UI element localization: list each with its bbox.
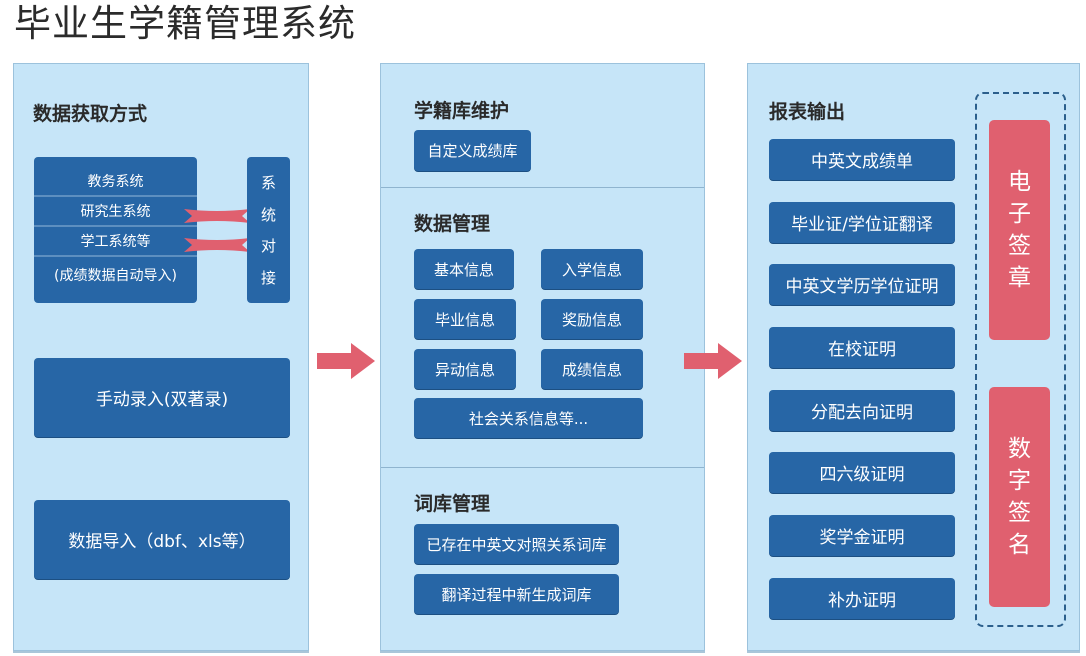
section-heading: 数据管理	[414, 213, 491, 235]
basic-info-button[interactable]: 基本信息	[414, 249, 514, 289]
ribbon-connector-icon	[184, 209, 250, 252]
data-acquisition-heading: 数据获取方式	[33, 103, 148, 125]
e-seal-button[interactable]: 电 子 签 章	[989, 120, 1050, 340]
source-system-item[interactable]: 教务系统	[34, 157, 197, 197]
report-output-panel: 报表输出 中英文成绩单 毕业证/学位证翻译 中英文学历学位证明 在校证明 分配去…	[747, 63, 1080, 651]
score-info-button[interactable]: 成绩信息	[541, 349, 643, 389]
report-item-button[interactable]: 分配去向证明	[769, 390, 955, 431]
digital-signature-char: 签	[1008, 500, 1031, 526]
section-heading: 学籍库维护	[414, 100, 510, 122]
section-divider	[381, 187, 704, 188]
social-relations-info-button[interactable]: 社会关系信息等...	[414, 398, 643, 438]
page-title: 毕业生学籍管理系统	[14, 2, 356, 45]
custom-score-library-button[interactable]: 自定义成绩库	[414, 130, 531, 171]
digital-signature-char: 数	[1008, 436, 1031, 462]
digital-signature-button[interactable]: 数 字 签 名	[989, 387, 1050, 607]
right-arrow-icon	[317, 343, 375, 379]
section-heading: 词库管理	[414, 493, 491, 515]
interface-char: 接	[260, 268, 276, 287]
e-seal-char: 子	[1008, 201, 1031, 227]
system-interface-column: 系 统 对 接	[247, 157, 290, 303]
award-info-button[interactable]: 奖励信息	[541, 299, 643, 339]
report-output-heading: 报表输出	[769, 101, 846, 123]
e-seal-char: 电	[1008, 169, 1031, 195]
interface-char: 对	[260, 237, 276, 256]
database-panel: 学籍库维护 自定义成绩库 数据管理 基本信息 入学信息 毕业信息 奖励信息 异动…	[380, 63, 705, 651]
e-seal-char: 签	[1008, 233, 1031, 259]
graduation-info-button[interactable]: 毕业信息	[414, 299, 516, 339]
source-system-item[interactable]: 学工系统等	[34, 227, 197, 257]
report-item-button[interactable]: 在校证明	[769, 327, 955, 368]
status-change-info-button[interactable]: 异动信息	[414, 349, 516, 389]
source-system-item[interactable]: 研究生系统	[34, 197, 197, 227]
data-import-button[interactable]: 数据导入（dbf、xls等）	[34, 500, 290, 579]
ribbon-connector-top	[184, 209, 250, 223]
digital-signature-char: 名	[1008, 532, 1031, 558]
report-item-button[interactable]: 中英文成绩单	[769, 139, 955, 180]
report-item-button[interactable]: 四六级证明	[769, 452, 955, 493]
report-item-button[interactable]: 中英文学历学位证明	[769, 264, 955, 305]
ribbon-connector-bottom	[184, 238, 250, 252]
report-item-button[interactable]: 毕业证/学位证翻译	[769, 202, 955, 243]
digital-signature-char: 字	[1008, 468, 1031, 494]
section-divider	[381, 467, 704, 468]
signature-group-frame	[975, 92, 1066, 627]
source-system-note: (成绩数据自动导入)	[54, 268, 177, 284]
data-acquisition-panel: 数据获取方式 教务系统 研究生系统 学工系统等 (成绩数据自动导入) 系 统 对…	[13, 63, 309, 651]
interface-char: 系	[260, 174, 276, 193]
report-item-button[interactable]: 补办证明	[769, 578, 955, 619]
enrollment-info-button[interactable]: 入学信息	[541, 249, 643, 289]
report-item-button[interactable]: 奖学金证明	[769, 515, 955, 556]
source-systems-stack: 教务系统 研究生系统 学工系统等 (成绩数据自动导入)	[34, 157, 197, 303]
manual-entry-button[interactable]: 手动录入(双著录)	[34, 358, 290, 437]
e-seal-char: 章	[1008, 265, 1031, 291]
existing-lexicon-button[interactable]: 已存在中英文对照关系词库	[414, 524, 619, 564]
right-arrow-icon	[684, 343, 742, 379]
new-lexicon-button[interactable]: 翻译过程中新生成词库	[414, 574, 619, 614]
interface-char: 统	[260, 205, 276, 224]
